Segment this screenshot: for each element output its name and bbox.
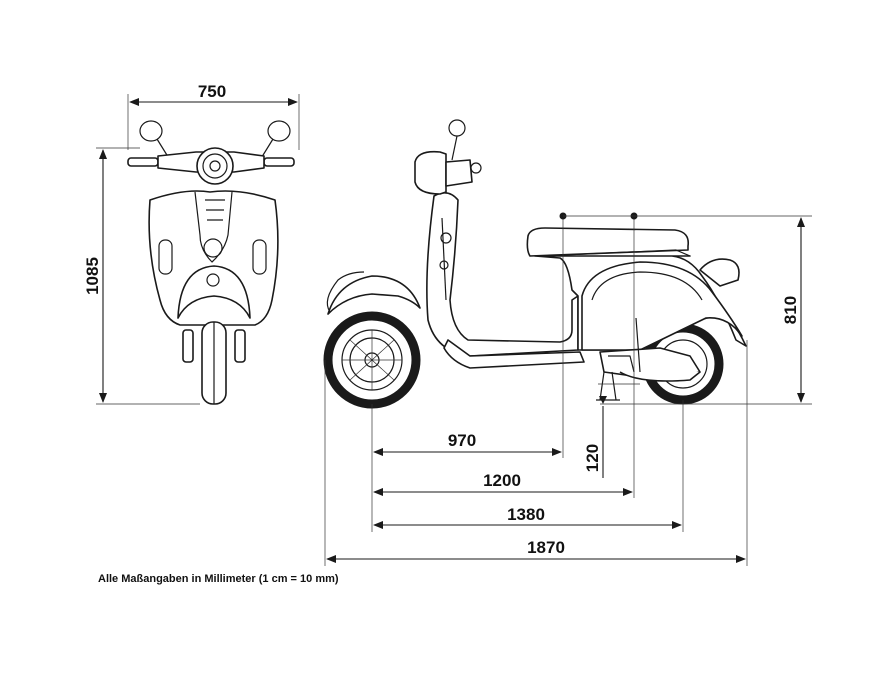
- side-tail-light: [699, 258, 740, 287]
- side-stand: [596, 371, 620, 401]
- dim-970-label: 970: [448, 431, 476, 450]
- front-body: [148, 190, 279, 326]
- side-front-fender: [327, 275, 421, 315]
- side-exhaust: [619, 371, 701, 382]
- front-fender: [177, 265, 251, 319]
- ground-clearance-label: 120: [583, 444, 602, 472]
- units-note: Alle Maßangaben in Millimeter (1 cm = 10…: [98, 573, 339, 585]
- dimension-width: 750: [127, 82, 300, 150]
- front-view: 750 1085: [83, 82, 300, 405]
- total-length-label: 1870: [527, 538, 565, 557]
- wheelbase-label: 1380: [507, 505, 545, 524]
- side-front-wheel: [323, 311, 421, 409]
- seat-height-label: 810: [781, 296, 800, 324]
- front-handlebar: [127, 147, 295, 185]
- side-seat: [526, 227, 690, 257]
- side-front-column: [426, 192, 579, 357]
- dim-1200-label: 1200: [483, 471, 521, 490]
- width-label: 750: [198, 82, 226, 101]
- front-wheel: [182, 321, 246, 405]
- side-floorboard: [443, 339, 585, 369]
- side-dimensions: 810 120 970 1200 1380 1870: [324, 212, 812, 566]
- height-label: 1085: [83, 257, 102, 295]
- dimension-total-height: 1085: [83, 147, 200, 405]
- side-headlamp: [414, 119, 482, 195]
- side-view: [323, 119, 747, 409]
